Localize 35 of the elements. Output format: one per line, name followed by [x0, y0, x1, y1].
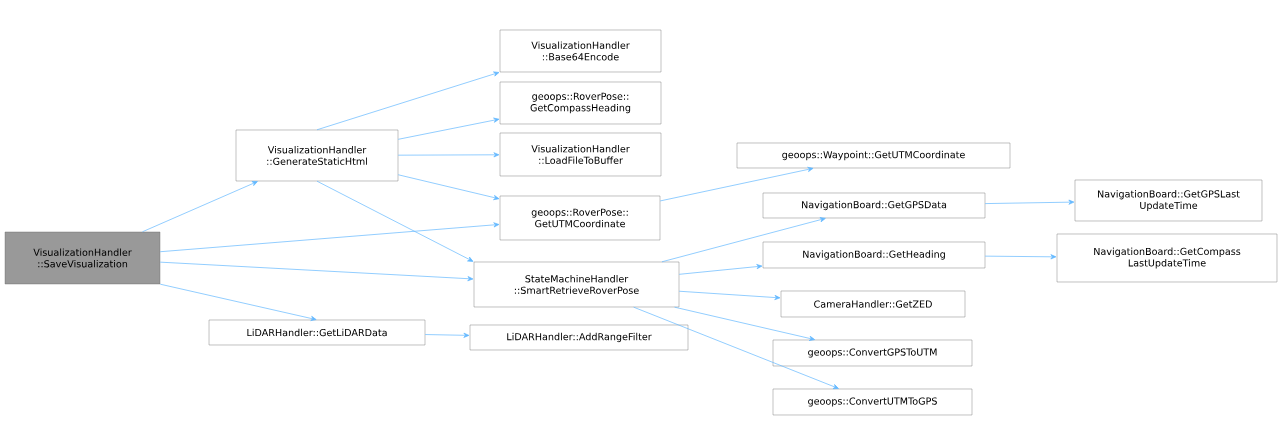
function-box: geoops::RoverPose:: GetUTMCoordinate [499, 195, 661, 241]
arrow [159, 283, 317, 321]
arrow [659, 166, 814, 202]
function-box: geoops::ConvertGPSToUTM [772, 339, 973, 367]
function-box: NavigationBoard::GetHeading [762, 241, 986, 269]
arrow [678, 264, 763, 275]
arrow [984, 254, 1057, 260]
function-box: NavigationBoard::GetGPSData [762, 192, 986, 219]
arrow [397, 117, 500, 140]
arrow [397, 152, 500, 158]
arrow [159, 222, 500, 253]
function-box: LiDARHandler::GetLiDARData [208, 319, 426, 346]
function-box: VisualizationHandler ::GenerateStaticHtml [235, 129, 399, 182]
arrow [424, 332, 470, 338]
function-box: geoops::ConvertUTMToGPS [772, 388, 973, 416]
function-box: VisualizationHandler ::Base64Encode [499, 29, 662, 73]
arrow [142, 181, 258, 233]
function-box: LiDARHandler::AddRangeFilter [469, 324, 689, 351]
arrow [661, 217, 826, 263]
function-box: geoops::Waypoint::GetUTMCoordinate [736, 142, 1011, 169]
function-box: VisualizationHandler ::LoadFileToBuffer [499, 132, 662, 177]
arrow [984, 199, 1075, 205]
arrow [159, 261, 474, 282]
arrow [633, 306, 839, 389]
arrow [397, 174, 500, 201]
function-box: geoops::RoverPose:: GetCompassHeading [499, 81, 662, 125]
function-box: VisualizationHandler ::SaveVisualization [4, 231, 161, 285]
function-box: CameraHandler::GetZED [780, 290, 966, 318]
function-box: NavigationBoard::GetCompass LastUpdateTime [1056, 233, 1278, 283]
function-box: StateMachineHandler ::SmartRetrieveRoverPose [473, 261, 680, 308]
arrow [316, 180, 474, 262]
arrow [316, 71, 500, 131]
arrow [674, 306, 815, 341]
function-box: NavigationBoard::GetGPSLast UpdateTime [1074, 179, 1263, 222]
arrow [678, 290, 781, 301]
